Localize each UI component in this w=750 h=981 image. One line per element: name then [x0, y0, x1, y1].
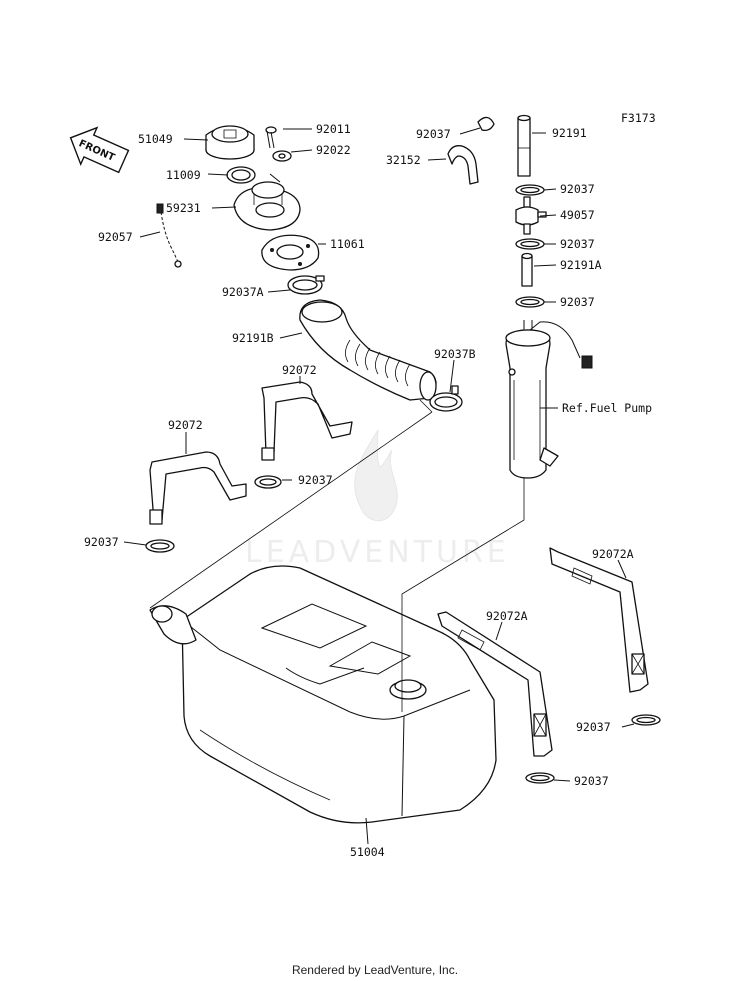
- label-92072a-mid: 92072A: [486, 609, 528, 623]
- label-92011: 92011: [316, 122, 351, 136]
- fuel-pump: [505, 320, 593, 479]
- clamp-92037-top: [477, 116, 495, 132]
- label-92072-left: 92072: [168, 418, 203, 432]
- label-49057: 49057: [560, 208, 595, 222]
- label-ref-fuel-pump: Ref.Fuel Pump: [562, 401, 652, 415]
- label-92057: 92057: [98, 230, 133, 244]
- label-92037-r2: 92037: [560, 237, 595, 251]
- figure-code: F3173: [621, 111, 656, 125]
- clamp-92037-r3: [515, 296, 545, 308]
- gasket-11009: [226, 166, 256, 184]
- label-92037a: 92037A: [222, 285, 264, 299]
- filler-neck-59231: [233, 181, 301, 231]
- hose-92191a: [521, 252, 533, 287]
- label-92072a-right: 92072A: [592, 547, 634, 561]
- valve-49057: [515, 196, 547, 235]
- strap-92072-left: [149, 451, 247, 525]
- fuel-tank-51004: [149, 565, 497, 824]
- strap-92072-mid: [261, 381, 353, 461]
- clamp-92037-r2: [515, 238, 545, 250]
- tether-92057: [156, 203, 182, 268]
- watermark-text: LEADVENTURE: [245, 535, 510, 570]
- label-92022: 92022: [316, 143, 351, 157]
- label-92191: 92191: [552, 126, 587, 140]
- label-92037-r3: 92037: [560, 295, 595, 309]
- bolt-92011: [265, 126, 277, 149]
- front-arrow-icon: FRONT: [69, 126, 130, 174]
- label-92037-r1: 92037: [560, 182, 595, 196]
- part-labels: 51049 92011 92022 11009 59231 92057 1106…: [84, 122, 652, 859]
- label-51004: 51004: [350, 845, 385, 859]
- clamp-92037-rb: [631, 714, 661, 726]
- label-92037-mid: 92037: [298, 473, 333, 487]
- strap-92072a-right: [549, 547, 649, 693]
- label-11061: 11061: [330, 237, 365, 251]
- hose-32152: [447, 145, 479, 185]
- leader-lines: [123, 127, 635, 845]
- watermark-flame-icon: [354, 429, 398, 522]
- label-92037-top: 92037: [416, 127, 451, 141]
- label-92037-rb: 92037: [576, 720, 611, 734]
- label-92072-mid: 92072: [282, 363, 317, 377]
- washer-92022: [272, 150, 292, 162]
- clamp-92037-mid: [254, 475, 282, 489]
- hose-92191: [517, 114, 531, 177]
- clamp-92037b: [429, 385, 463, 412]
- label-51049: 51049: [138, 132, 173, 146]
- label-11009: 11009: [166, 168, 201, 182]
- label-59231: 59231: [166, 201, 201, 215]
- reference-lines: [149, 399, 525, 712]
- fuel-cap-51049: [205, 125, 255, 160]
- clamp-92037a: [287, 275, 325, 295]
- footer-credit: Rendered by LeadVenture, Inc.: [291, 963, 459, 977]
- clamp-92037-bm: [525, 772, 555, 784]
- strap-92072a-mid: [437, 611, 553, 757]
- clamp-92037-r1: [515, 184, 545, 196]
- label-92191a: 92191A: [560, 258, 602, 272]
- label-92037b: 92037B: [434, 347, 476, 361]
- label-32152: 32152: [386, 153, 421, 167]
- watermark: LEADVENTURE: [245, 429, 510, 570]
- filler-hose-92191b: [299, 299, 437, 401]
- label-92037-bm: 92037: [574, 774, 609, 788]
- label-92191b: 92191B: [232, 331, 274, 345]
- gasket-11061: [261, 234, 320, 271]
- clamp-92037-left: [145, 539, 175, 553]
- label-92037-left: 92037: [84, 535, 119, 549]
